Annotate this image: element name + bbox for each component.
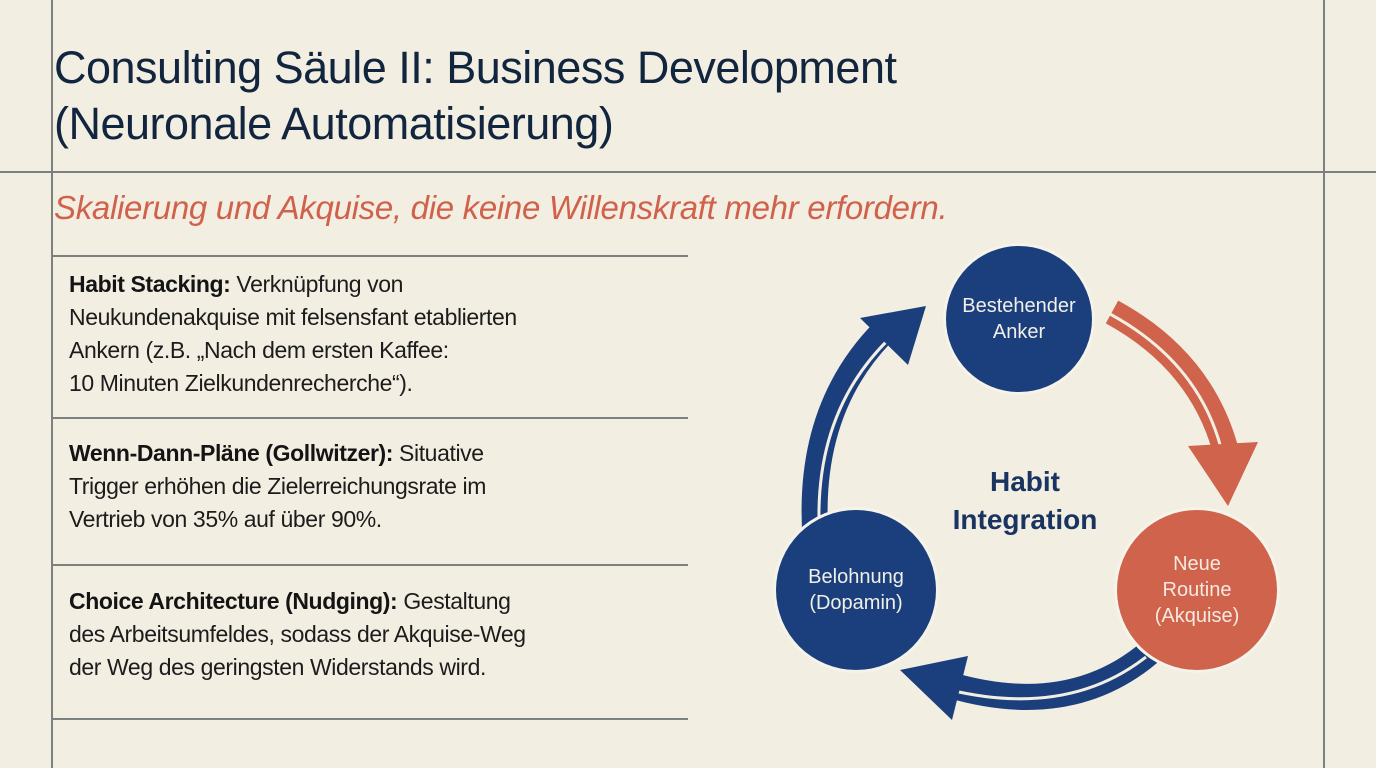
grid-line-left <box>51 0 53 768</box>
point-text: des Arbeitsumfeldes, sodass der Akquise-… <box>69 621 526 647</box>
point-text: Verknüpfung von <box>230 271 404 297</box>
point-text: Ankern (z.B. „Nach dem ersten Kaffee: <box>69 337 449 363</box>
center-label-line-2: Integration <box>952 504 1098 535</box>
point-text: Trigger erhöhen die Zielerreichungsrate … <box>69 473 486 499</box>
arrow-routine-to-reward-icon <box>900 641 1159 720</box>
node-label: (Akquise) <box>1154 605 1240 627</box>
center-label-line-1: Habit <box>990 466 1060 497</box>
title-line-2: (Neuronale Automatisierung) <box>54 98 614 149</box>
node-label: (Dopamin) <box>809 592 903 614</box>
cycle-arrows <box>801 300 1258 720</box>
node-label: Bestehender <box>962 295 1076 317</box>
node-label: Belohnung <box>808 566 904 588</box>
node-existing-anchor: Bestehender Anker <box>946 246 1092 392</box>
point-term: Choice Architecture (Nudging): <box>69 588 398 614</box>
habit-loop-diagram: Bestehender Anker Neue Routine (Akquise)… <box>700 220 1320 760</box>
list-divider-3 <box>52 564 688 566</box>
node-reward: Belohnung (Dopamin) <box>776 510 936 670</box>
node-label: Routine <box>1162 579 1232 601</box>
point-text: Gestaltung <box>397 588 511 614</box>
point-text: Vertrieb von 35% auf über 90%. <box>69 506 382 532</box>
point-text: 10 Minuten Zielkundenrecherche“). <box>69 370 413 396</box>
point-habit-stacking: Habit Stacking: Verknüpfung von Neukunde… <box>69 268 679 400</box>
point-text: der Weg des geringsten Widerstands wird. <box>69 654 486 680</box>
list-divider-1 <box>52 255 688 257</box>
point-text: Situative <box>393 440 484 466</box>
node-new-routine: Neue Routine (Akquise) <box>1117 510 1277 670</box>
point-term: Wenn-Dann-Pläne (Gollwitzer): <box>69 440 394 466</box>
diagram-center-label: Habit Integration <box>925 463 1125 539</box>
point-wenn-dann-plaene: Wenn-Dann-Pläne (Gollwitzer): Situative … <box>69 437 679 536</box>
point-choice-architecture: Choice Architecture (Nudging): Gestaltun… <box>69 585 679 684</box>
slide-subtitle: Skalierung und Akquise, die keine Willen… <box>54 189 948 226</box>
point-text: Neukundenakquise mit felsensfant etablie… <box>69 304 517 330</box>
node-label: Neue <box>1173 553 1221 575</box>
title-divider <box>0 171 1376 173</box>
node-label: Anker <box>992 321 1046 343</box>
title-line-1: Consulting Säule II: Business Developmen… <box>54 42 897 93</box>
slide-title: Consulting Säule II: Business Developmen… <box>54 40 1154 152</box>
list-divider-2 <box>52 417 688 419</box>
list-divider-4 <box>52 718 688 720</box>
grid-line-right <box>1323 0 1325 768</box>
point-term: Habit Stacking: <box>69 271 231 297</box>
arrow-anchor-to-routine-icon <box>1105 300 1258 506</box>
